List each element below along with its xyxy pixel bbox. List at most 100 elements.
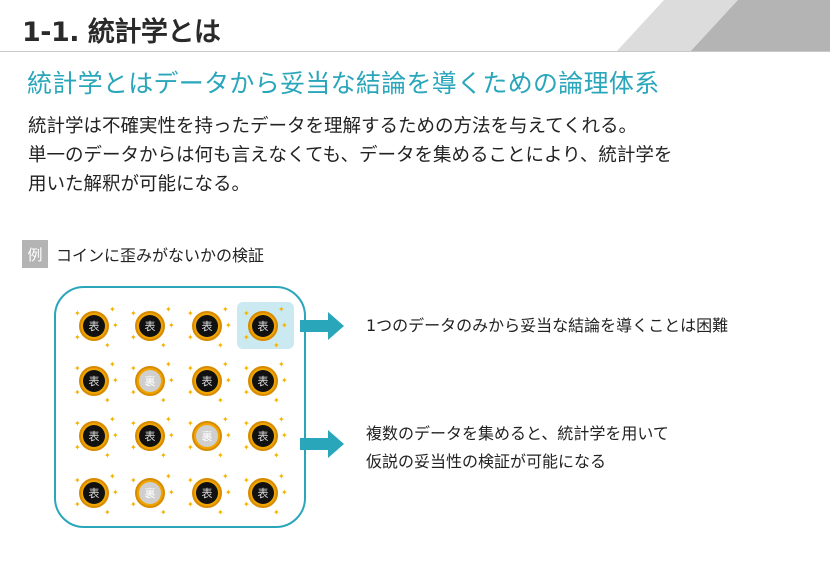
sparkle-icon: ✦ bbox=[104, 508, 111, 517]
coin-heads: 表 bbox=[79, 311, 109, 341]
coin-heads: 表 bbox=[248, 421, 278, 451]
body-line: 単一のデータからは何も言えなくても、データを集めることにより、統計学を bbox=[28, 145, 673, 166]
slide-title: 1-1. 統計学とは bbox=[22, 17, 221, 48]
sparkle-icon: ✦ bbox=[130, 309, 137, 318]
sparkle-icon: ✦ bbox=[74, 309, 81, 318]
sparkle-icon: ✦ bbox=[278, 472, 285, 481]
sparkle-icon: ✦ bbox=[165, 415, 172, 424]
coin-heads: 表 bbox=[135, 421, 165, 451]
coin-face: 表 bbox=[139, 315, 161, 337]
sparkle-icon: ✦ bbox=[222, 472, 229, 481]
note-line: 複数のデータを集めると、統計学を用いて bbox=[366, 424, 669, 443]
sparkle-icon: ✦ bbox=[130, 419, 137, 428]
coin-face: 表 bbox=[83, 370, 105, 392]
coin-face: 裏 bbox=[139, 482, 161, 504]
coin-heads: 表 bbox=[248, 478, 278, 508]
sparkle-icon: ✦ bbox=[112, 376, 119, 385]
sparkle-icon: ✦ bbox=[165, 305, 172, 314]
sparkle-icon: ✦ bbox=[165, 472, 172, 481]
coin-tails: 裏 bbox=[192, 421, 222, 451]
coin-heads: 表 bbox=[192, 311, 222, 341]
sparkle-icon: ✦ bbox=[225, 321, 232, 330]
coin-heads: 表 bbox=[79, 478, 109, 508]
sparkle-icon: ✦ bbox=[74, 443, 81, 452]
sparkle-icon: ✦ bbox=[104, 341, 111, 350]
sparkle-icon: ✦ bbox=[278, 305, 285, 314]
sparkle-icon: ✦ bbox=[225, 488, 232, 497]
coin-face: 表 bbox=[252, 315, 274, 337]
sparkle-icon: ✦ bbox=[130, 388, 137, 397]
sparkle-icon: ✦ bbox=[222, 305, 229, 314]
sparkle-icon: ✦ bbox=[160, 508, 167, 517]
coin-face: 表 bbox=[252, 425, 274, 447]
sparkle-icon: ✦ bbox=[168, 376, 175, 385]
sparkle-icon: ✦ bbox=[187, 476, 194, 485]
sparkle-icon: ✦ bbox=[187, 419, 194, 428]
sparkle-icon: ✦ bbox=[243, 500, 250, 509]
example-heading: 例 コインに歪みがないかの検証 bbox=[22, 240, 264, 268]
coin-face: 表 bbox=[196, 315, 218, 337]
sparkle-icon: ✦ bbox=[168, 488, 175, 497]
sparkle-icon: ✦ bbox=[281, 431, 288, 440]
coin-heads: 表 bbox=[79, 421, 109, 451]
coin-heads: 表 bbox=[248, 311, 278, 341]
sparkle-icon: ✦ bbox=[109, 305, 116, 314]
coin-panel bbox=[54, 286, 306, 528]
coin-heads: 表 bbox=[248, 366, 278, 396]
sparkle-icon: ✦ bbox=[130, 364, 137, 373]
example-tag: 例 bbox=[22, 240, 48, 268]
coin-face: 表 bbox=[83, 315, 105, 337]
sparkle-icon: ✦ bbox=[130, 476, 137, 485]
sparkle-icon: ✦ bbox=[243, 388, 250, 397]
sparkle-icon: ✦ bbox=[243, 309, 250, 318]
sparkle-icon: ✦ bbox=[217, 396, 224, 405]
arrow-right-icon bbox=[300, 312, 344, 340]
sparkle-icon: ✦ bbox=[74, 333, 81, 342]
sparkle-icon: ✦ bbox=[160, 396, 167, 405]
sparkle-icon: ✦ bbox=[187, 500, 194, 509]
sparkle-icon: ✦ bbox=[74, 388, 81, 397]
sparkle-icon: ✦ bbox=[168, 321, 175, 330]
slide-subtitle: 統計学とはデータから妥当な結論を導くための論理体系 bbox=[27, 69, 660, 98]
sparkle-icon: ✦ bbox=[187, 364, 194, 373]
sparkle-icon: ✦ bbox=[104, 396, 111, 405]
sparkle-icon: ✦ bbox=[112, 488, 119, 497]
coin-heads: 表 bbox=[135, 311, 165, 341]
coin-heads: 表 bbox=[79, 366, 109, 396]
sparkle-icon: ✦ bbox=[112, 431, 119, 440]
coin-heads: 表 bbox=[192, 478, 222, 508]
coin-face: 裏 bbox=[139, 370, 161, 392]
sparkle-icon: ✦ bbox=[112, 321, 119, 330]
sparkle-icon: ✦ bbox=[243, 476, 250, 485]
sparkle-icon: ✦ bbox=[160, 341, 167, 350]
sparkle-icon: ✦ bbox=[130, 500, 137, 509]
coin-tails: 裏 bbox=[135, 366, 165, 396]
sparkle-icon: ✦ bbox=[160, 451, 167, 460]
sparkle-icon: ✦ bbox=[187, 443, 194, 452]
sparkle-icon: ✦ bbox=[165, 360, 172, 369]
sparkle-icon: ✦ bbox=[273, 396, 280, 405]
sparkle-icon: ✦ bbox=[109, 415, 116, 424]
sparkle-icon: ✦ bbox=[281, 488, 288, 497]
sparkle-icon: ✦ bbox=[109, 472, 116, 481]
coin-heads: 表 bbox=[192, 366, 222, 396]
sparkle-icon: ✦ bbox=[109, 360, 116, 369]
coin-face: 表 bbox=[139, 425, 161, 447]
body-text: 統計学は不確実性を持ったデータを理解するための方法を与えてくれる。 単一のデータ… bbox=[28, 112, 672, 199]
sparkle-icon: ✦ bbox=[222, 415, 229, 424]
body-line: 用いた解釈が可能になる。 bbox=[28, 174, 251, 195]
note-single: 1つのデータのみから妥当な結論を導くことは困難 bbox=[366, 316, 729, 335]
sparkle-icon: ✦ bbox=[243, 443, 250, 452]
sparkle-icon: ✦ bbox=[243, 419, 250, 428]
sparkle-icon: ✦ bbox=[281, 321, 288, 330]
sparkle-icon: ✦ bbox=[130, 443, 137, 452]
sparkle-icon: ✦ bbox=[278, 360, 285, 369]
coin-face: 表 bbox=[83, 425, 105, 447]
sparkle-icon: ✦ bbox=[74, 419, 81, 428]
arrow-right-icon bbox=[300, 430, 344, 458]
coin-tails: 裏 bbox=[135, 478, 165, 508]
sparkle-icon: ✦ bbox=[217, 341, 224, 350]
sparkle-icon: ✦ bbox=[74, 476, 81, 485]
sparkle-icon: ✦ bbox=[168, 431, 175, 440]
body-line: 統計学は不確実性を持ったデータを理解するための方法を与えてくれる。 bbox=[28, 116, 638, 137]
